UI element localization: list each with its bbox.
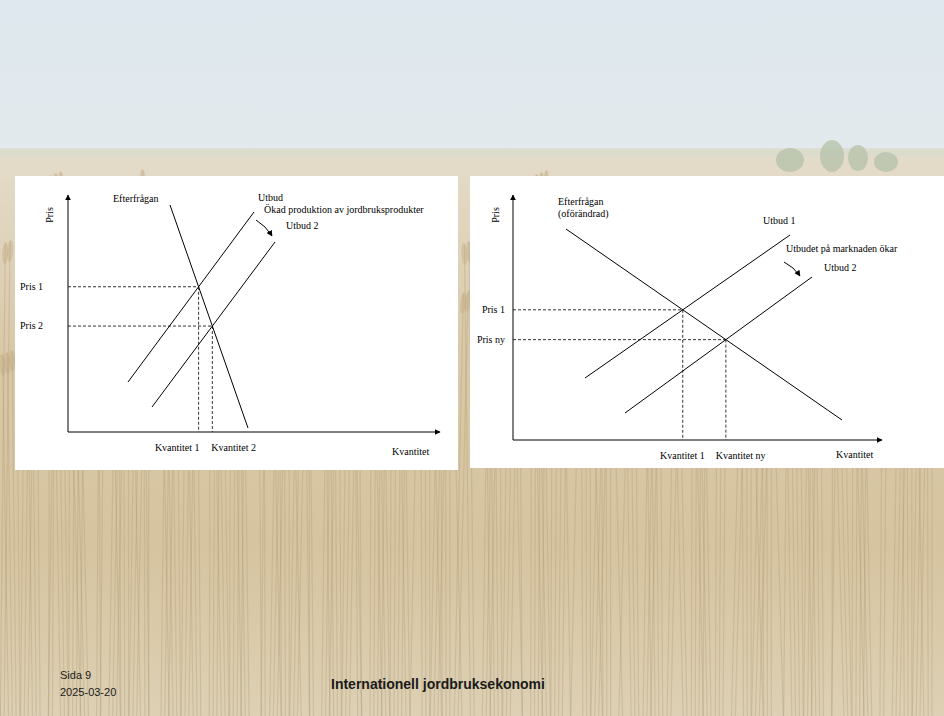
guide-line <box>68 326 212 327</box>
quantity-label: Kvantitet 2 <box>211 442 256 454</box>
wheat-stalk <box>458 291 468 716</box>
field <box>0 150 944 716</box>
tree-line <box>776 140 898 172</box>
supply-curve <box>128 212 254 382</box>
axis-title: Kvantitet <box>392 446 429 458</box>
chart <box>513 195 882 440</box>
curve-label: Efterfrågan <box>113 193 159 205</box>
guide-line <box>513 339 726 340</box>
price-label: Pris 2 <box>20 320 43 332</box>
axis-title: Kvantitet <box>836 449 873 461</box>
price-label: Pris ny <box>477 334 505 346</box>
quantity-label: Kvantitet ny <box>716 450 766 462</box>
guide-line <box>513 309 683 310</box>
guide-line <box>682 310 683 440</box>
chart-panel <box>470 176 944 468</box>
shift-arrow <box>256 220 272 236</box>
demand-curve <box>170 205 248 428</box>
supply-curve <box>152 242 275 407</box>
shift-note: Ökad produktion av jordbruksprodukter <box>264 204 424 216</box>
curve-label: Utbud 2 <box>286 220 319 232</box>
price-label: Pris 1 <box>20 281 43 293</box>
quantity-label: Kvantitet 1 <box>660 450 705 462</box>
curve-label: Utbud 1 <box>763 215 796 227</box>
shift-arrow <box>784 262 800 276</box>
curve-label: Utbud <box>258 192 283 204</box>
x-axis <box>513 440 882 441</box>
chart-panel <box>15 176 458 470</box>
guide-line <box>725 340 726 440</box>
supply-curve <box>625 277 812 413</box>
y-axis <box>68 195 69 432</box>
price-label: Pris 1 <box>482 304 505 316</box>
wheat-ear <box>6 240 14 262</box>
chart <box>68 195 440 432</box>
footer-title: Internationell jordbruksekonomi <box>331 676 545 693</box>
page-number: Sida 9 <box>60 669 91 682</box>
guide-line <box>68 286 199 287</box>
shift-note: Utbudet på marknaden ökar <box>786 243 897 255</box>
curve-label: Efterfrågan (oförändrad) <box>558 196 638 220</box>
guide-line <box>198 287 199 432</box>
demand-curve <box>566 229 842 420</box>
y-axis <box>513 195 514 440</box>
guide-line <box>212 326 213 432</box>
supply-curve <box>585 235 790 378</box>
quantity-label: Kvantitet 1 <box>155 442 200 454</box>
wheat-stalk <box>4 241 10 716</box>
date: 2025-03-20 <box>60 686 116 699</box>
axis-title: Pris <box>490 207 502 223</box>
curve-label: Utbud 2 <box>824 262 857 274</box>
x-axis <box>68 432 440 433</box>
axis-title: Pris <box>44 207 56 223</box>
